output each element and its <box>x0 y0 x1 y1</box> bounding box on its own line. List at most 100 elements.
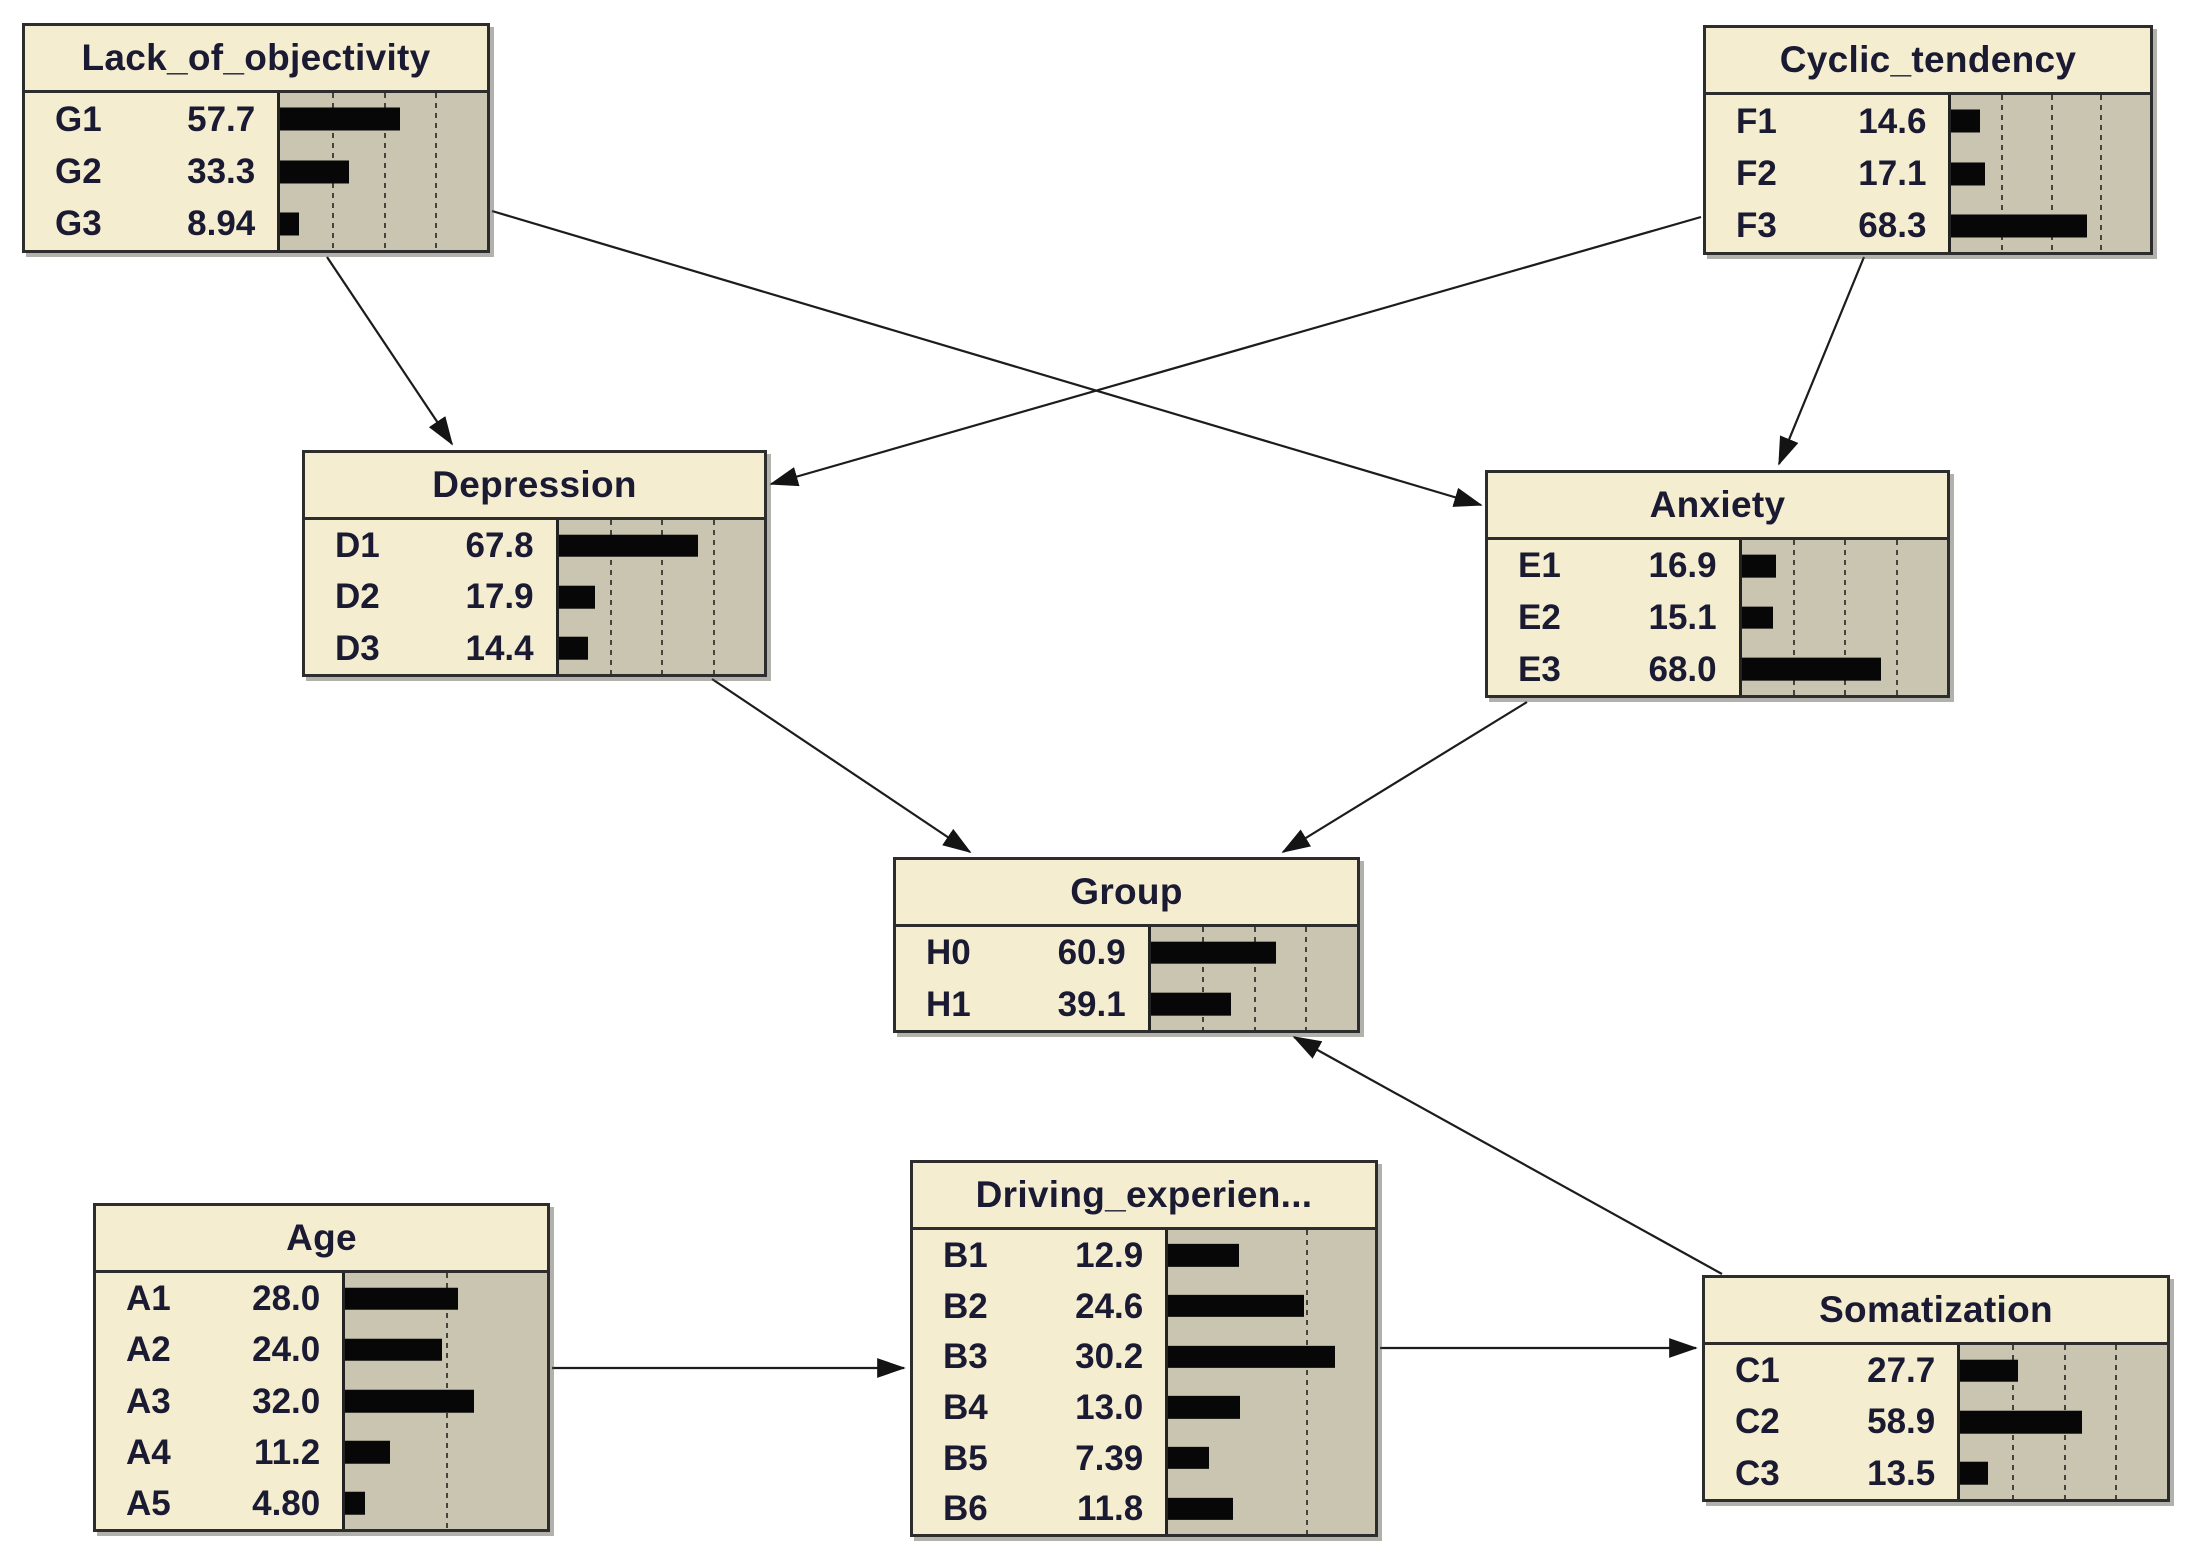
state-label: C1 <box>1735 1351 1780 1391</box>
state-label: C3 <box>1735 1453 1780 1493</box>
edge-depression-to-group[interactable] <box>711 678 972 853</box>
state-row: A5 4.80 <box>96 1478 342 1529</box>
state-value: 15.1 <box>1648 598 1717 637</box>
probability-bar <box>558 637 589 660</box>
state-value: 30.2 <box>1075 1337 1144 1377</box>
probability-bar <box>280 159 350 184</box>
node-title: Age <box>96 1206 547 1273</box>
state-row: E1 16.9 <box>1488 540 1739 592</box>
state-label: F3 <box>1736 206 1777 246</box>
state-label: A1 <box>126 1279 171 1319</box>
state-row: G1 57.7 <box>25 93 277 145</box>
probability-bar <box>1951 161 1986 186</box>
state-label: G3 <box>55 204 102 244</box>
state-label: A2 <box>126 1330 171 1370</box>
bar-panel <box>1165 1230 1375 1534</box>
node-title: Driving_experien... <box>913 1163 1375 1230</box>
state-value: 24.0 <box>252 1330 321 1370</box>
state-row: B1 12.9 <box>913 1230 1165 1281</box>
axis-gridline <box>1253 927 1256 1030</box>
node-depression[interactable]: Depression D1 67.8 D2 17.9 D3 14.4 <box>302 450 767 677</box>
state-value: 4.80 <box>252 1483 321 1523</box>
edge-cyclic-tendency-to-anxiety[interactable] <box>1777 256 1866 466</box>
state-label: A5 <box>126 1483 171 1523</box>
state-value: 7.39 <box>1075 1438 1144 1478</box>
state-label: B2 <box>943 1286 988 1326</box>
axis-gridline <box>2001 95 2004 252</box>
state-label: G2 <box>55 151 102 191</box>
node-body: C1 27.7 C2 58.9 C3 13.5 <box>1705 1345 2167 1499</box>
probability-bar <box>1960 1410 2083 1434</box>
edge-cyclic-tendency-to-depression[interactable] <box>769 215 1702 487</box>
node-group[interactable]: Group H0 60.9 H1 39.1 <box>893 857 1360 1033</box>
probability-bar <box>1150 941 1277 965</box>
state-list: E1 16.9 E2 15.1 E3 68.0 <box>1488 540 1739 695</box>
axis-gridline <box>1844 540 1847 695</box>
probability-bar <box>1168 1345 1335 1368</box>
state-value: 12.9 <box>1075 1235 1144 1275</box>
state-row: B3 30.2 <box>913 1331 1165 1382</box>
state-label: C2 <box>1735 1402 1780 1442</box>
state-label: B4 <box>943 1387 988 1427</box>
probability-bar <box>1168 1244 1240 1267</box>
axis-gridline <box>661 520 664 674</box>
state-row: B4 13.0 <box>913 1382 1165 1433</box>
axis-gridline <box>1202 927 1205 1030</box>
axis-gridline <box>435 93 438 250</box>
node-cyclic-tendency[interactable]: Cyclic_tendency F1 14.6 F2 17.1 F3 68.3 <box>1703 25 2153 255</box>
node-anxiety[interactable]: Anxiety E1 16.9 E2 15.1 E3 68.0 <box>1485 470 1950 698</box>
probability-bar <box>345 1338 443 1362</box>
state-row: G2 33.3 <box>25 145 277 197</box>
state-label: E2 <box>1518 598 1561 637</box>
edge-lack-of-objectivity-to-depression[interactable] <box>326 256 453 446</box>
state-label: F1 <box>1736 101 1777 141</box>
bar-panel <box>1957 1345 2167 1499</box>
edge-somatization-to-group[interactable] <box>1292 1036 1723 1275</box>
state-value: 32.0 <box>252 1381 321 1421</box>
state-value: 16.9 <box>1648 546 1717 586</box>
node-title: Lack_of_objectivity <box>25 26 487 93</box>
probability-bar <box>1168 1446 1209 1470</box>
node-lack-of-objectivity[interactable]: Lack_of_objectivity G1 57.7 G2 33.3 G3 8… <box>22 23 490 253</box>
node-title: Depression <box>305 453 764 520</box>
state-row: E2 15.1 <box>1488 592 1739 644</box>
axis-gridline <box>1792 540 1795 695</box>
axis-gridline <box>2050 95 2053 252</box>
node-somatization[interactable]: Somatization C1 27.7 C2 58.9 C3 13.5 <box>1702 1275 2170 1502</box>
state-label: F2 <box>1736 153 1777 193</box>
state-value: 17.9 <box>465 577 534 617</box>
state-list: H0 60.9 H1 39.1 <box>896 927 1148 1030</box>
axis-gridline <box>1305 927 1308 1030</box>
state-row: C2 58.9 <box>1705 1396 1957 1447</box>
probability-bar <box>1168 1396 1240 1419</box>
node-body: E1 16.9 E2 15.1 E3 68.0 <box>1488 540 1947 695</box>
state-row: B2 24.6 <box>913 1281 1165 1332</box>
state-label: D3 <box>335 628 380 668</box>
probability-bar <box>558 534 698 557</box>
state-label: E3 <box>1518 649 1561 689</box>
node-age[interactable]: Age A1 28.0 A2 24.0 A3 32.0 A4 11.2 <box>93 1203 550 1532</box>
state-label: D2 <box>335 577 380 617</box>
state-list: F1 14.6 F2 17.1 F3 68.3 <box>1706 95 1948 252</box>
probability-bar <box>280 107 400 131</box>
state-list: D1 67.8 D2 17.9 D3 14.4 <box>305 520 556 674</box>
state-value: 33.3 <box>187 151 256 191</box>
probability-bar <box>280 212 299 236</box>
node-driving-experience[interactable]: Driving_experien... B1 12.9 B2 24.6 B3 3… <box>910 1160 1378 1537</box>
state-label: B5 <box>943 1438 988 1478</box>
state-label: H1 <box>926 984 971 1024</box>
state-row: E3 68.0 <box>1488 643 1739 695</box>
state-row: D2 17.9 <box>305 571 556 622</box>
state-row: A1 28.0 <box>96 1273 342 1324</box>
state-row: F2 17.1 <box>1706 147 1948 199</box>
edge-anxiety-to-group[interactable] <box>1281 701 1528 853</box>
state-value: 24.6 <box>1075 1286 1144 1326</box>
edge-lack-of-objectivity-to-anxiety[interactable] <box>491 209 1483 507</box>
axis-gridline <box>383 93 386 250</box>
axis-gridline <box>609 520 612 674</box>
state-value: 13.0 <box>1075 1387 1144 1427</box>
state-row: C3 13.5 <box>1705 1448 1957 1499</box>
node-title: Group <box>896 860 1357 927</box>
state-row: A3 32.0 <box>96 1375 342 1426</box>
